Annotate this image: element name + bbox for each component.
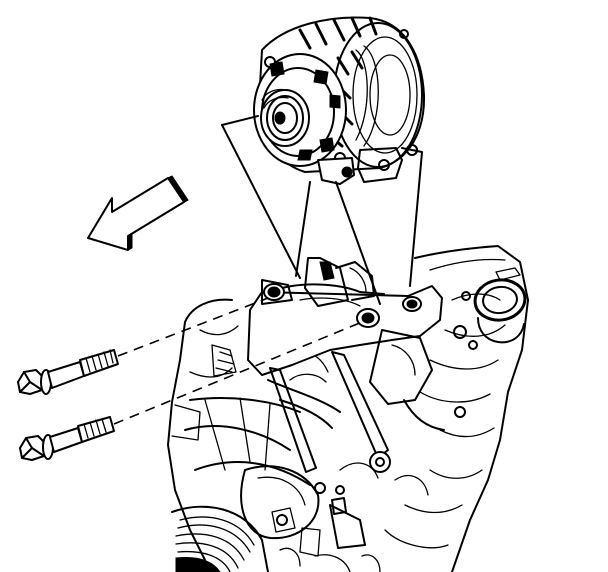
bracket-bolt-upper <box>17 297 269 395</box>
generator-bracket <box>247 257 443 515</box>
bracket-bolt-lower <box>19 321 363 461</box>
bracket-detail <box>369 329 445 431</box>
generator <box>253 16 426 185</box>
direction-arrow <box>87 175 189 251</box>
engine-block <box>167 245 529 572</box>
water-outlet <box>473 278 527 344</box>
callout-leaders <box>221 115 423 305</box>
